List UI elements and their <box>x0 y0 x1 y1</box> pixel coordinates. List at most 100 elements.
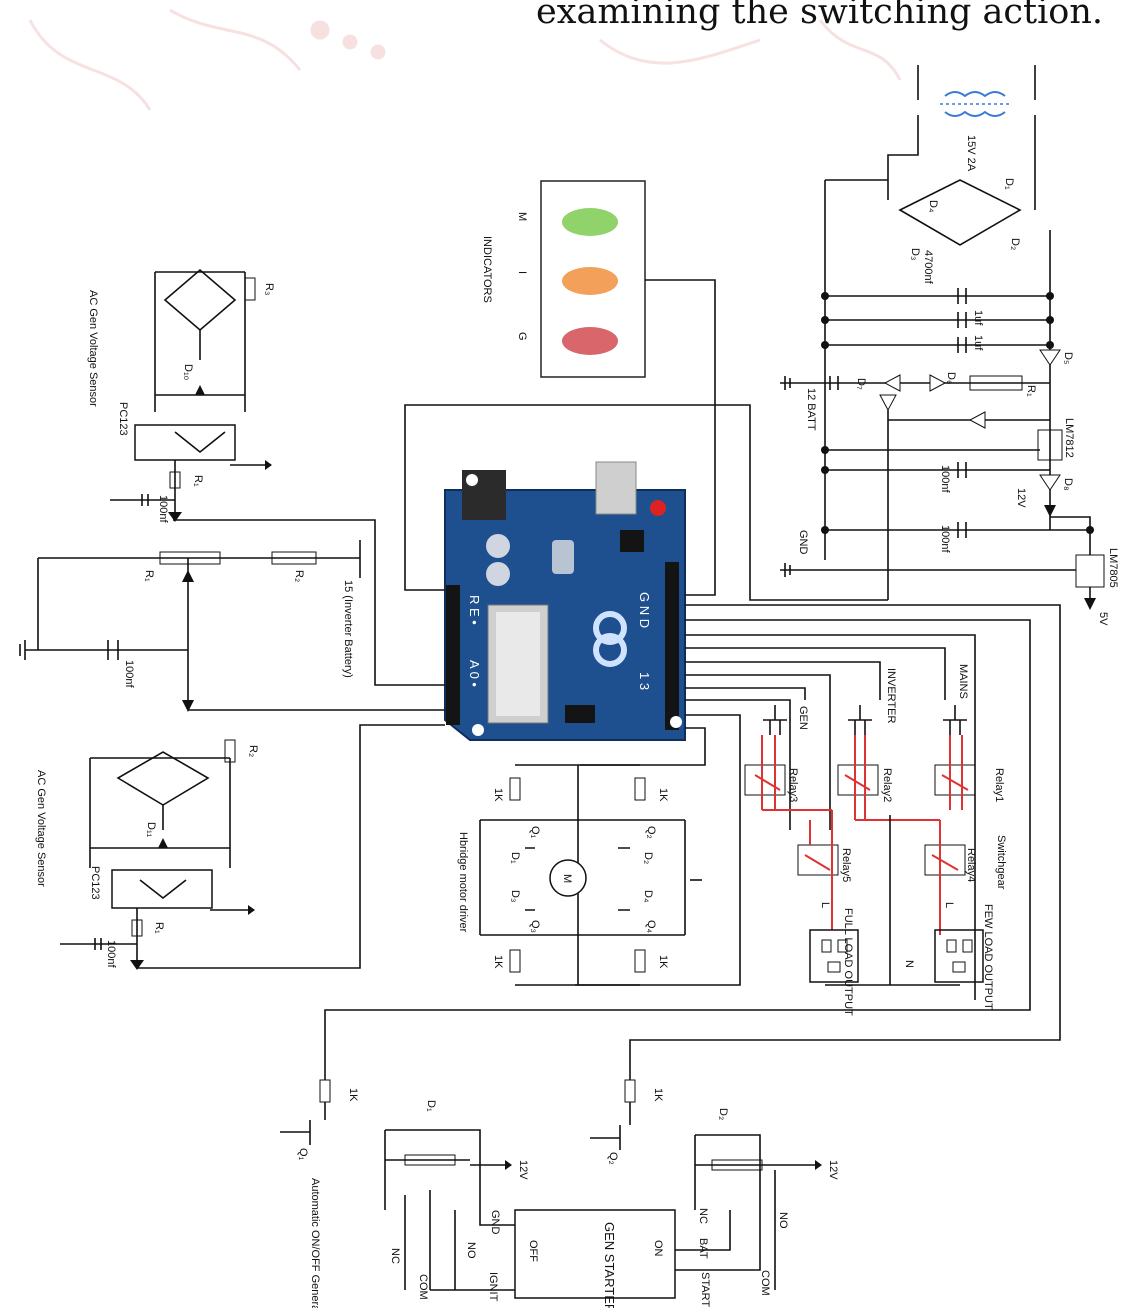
gen-starter-box <box>514 1209 676 1299</box>
ps-d1: D₁ <box>1003 178 1015 190</box>
signal-wires <box>324 279 1061 1060</box>
arduino-pins-label: 1 3 <box>637 672 652 690</box>
ps-v5: 5V <box>1097 612 1109 626</box>
arduino-reset-label: R E • <box>467 595 482 625</box>
gen-v12-left: 12V <box>517 1160 529 1180</box>
indicator-g-led <box>562 327 618 355</box>
power-supply: 15V 2A 4700nf 1uf 1uf 12 BATT LM7812 100… <box>404 65 1119 626</box>
divider-r1: R₁ <box>143 570 155 582</box>
gen-on-label: ON <box>652 1240 664 1257</box>
ps-r: R₁ <box>1025 385 1037 397</box>
gen-starter-label: GEN STARTER <box>602 1222 617 1308</box>
gen-com-left: COM <box>417 1274 429 1300</box>
indicator-i-led <box>562 267 618 295</box>
gen-off-label: OFF <box>527 1240 539 1262</box>
ps-gnd: GND <box>797 530 809 555</box>
ps-reg12: LM7812 <box>1063 418 1075 458</box>
ps-cap4: 100nf <box>939 465 951 493</box>
hbridge-r4: 1K <box>657 955 669 969</box>
hbridge-q4: Q₄ <box>645 920 657 934</box>
watermark-background <box>28 8 902 111</box>
gen-nc-right: NC <box>697 1208 709 1224</box>
arduino-logo-ring-a <box>593 611 627 645</box>
indicators-title: INDICATORS <box>481 236 493 303</box>
gen-no-right: NO <box>777 1212 789 1229</box>
sensor-top-opto: PC123 <box>117 402 129 436</box>
gen-nc-left: NC <box>389 1248 401 1264</box>
divider-cap: 100nf <box>123 660 135 688</box>
ps-transformer: 15V 2A <box>965 135 977 172</box>
gen-no-left: NO <box>465 1242 477 1259</box>
ps-cap3: 1uf <box>972 335 984 351</box>
ps-cap5: 100nf <box>939 525 951 553</box>
arduino-gnd-label: G N D <box>637 592 652 628</box>
gen-ignit-label: IGNIT <box>487 1272 499 1302</box>
ps-d2: D₂ <box>1009 238 1021 250</box>
gen-gnd-label: GND <box>489 1210 501 1235</box>
indicator-i-label: I <box>516 271 528 274</box>
gen-start-label: START <box>699 1272 711 1307</box>
gen-q2: Q₂ <box>607 1152 619 1165</box>
divider-battery: 15 (Inverter Battery) <box>342 580 354 678</box>
hbridge-q1: Q₁ <box>529 826 541 839</box>
hbridge-d3: D₃ <box>509 890 521 902</box>
ps-battery: 12 BATT <box>805 388 817 431</box>
relay-switching: GEN INVERTER MAINS Relay3 Relay2 Relay1 … <box>744 664 1007 1016</box>
sensor-bottom-opto: PC123 <box>89 866 101 900</box>
ps-cap2: 1uf <box>972 310 984 326</box>
indicators-panel: M I G INDICATORS <box>481 180 646 378</box>
sensor-bottom-title: AC Gen Voltage Sensor <box>35 770 47 887</box>
gen-r-right: 1K <box>652 1088 664 1102</box>
ps-d8: D₈ <box>1062 478 1074 491</box>
hbridge-motor-label: M <box>561 874 573 883</box>
sensor-bottom-cap: 100nf <box>105 940 117 968</box>
hbridge-d1: D₁ <box>509 852 521 864</box>
arduino-analog-label: A 0 • <box>467 660 482 687</box>
indicator-m-led <box>562 208 618 236</box>
header-text: examining the switching action. <box>536 0 1104 32</box>
hbridge-r2: 1K <box>657 788 669 802</box>
relay-gen: GEN <box>797 706 809 730</box>
hbridge-q3: Q₃ <box>529 920 541 933</box>
relay-l-full: L <box>819 902 831 908</box>
gen-q1: Q₁ <box>297 1148 309 1161</box>
sensor-bottom-rb: R₁ <box>153 922 165 934</box>
sensor-top-title: AC Gen Voltage Sensor <box>87 290 99 407</box>
sensor-top-cap: 100nf <box>157 495 169 523</box>
relay-1: Relay1 <box>993 768 1005 802</box>
indicator-m-label: M <box>516 212 528 221</box>
gen-d2: D₂ <box>717 1108 729 1120</box>
hbridge-d4: D₄ <box>642 890 654 903</box>
sensor-top-rb: R₁ <box>192 475 204 487</box>
ps-d6: D₆ <box>945 372 957 384</box>
sensor-bottom-ra: R₂ <box>247 745 259 757</box>
relay-5: Relay5 <box>840 848 852 882</box>
relay-few-load: FEW LOAD OUTPUT <box>982 904 994 1010</box>
gen-r-left: 1K <box>347 1088 359 1102</box>
sensor-top-ra: R₃ <box>263 283 275 295</box>
ac-sensor-top: AC Gen Voltage Sensor PC123 D₁₀ R₃ R₁ 10… <box>87 268 275 523</box>
arduino-board: G N D 1 3 R E • A 0 • <box>444 461 686 741</box>
sensor-top-diode: D₁₀ <box>182 364 194 380</box>
battery-divider: 15 (Inverter Battery) R₁ R₂ 100nf <box>19 519 445 712</box>
arduino-logo-ring-b <box>593 633 627 667</box>
ps-d5: D₅ <box>1062 352 1074 364</box>
ps-reg5: LM7805 <box>1107 548 1119 588</box>
motor-symbol <box>549 859 587 897</box>
hbridge-motor-driver: Hbridge motor driver M 1K 1K 1K 1K Q₁ Q₂… <box>457 764 702 986</box>
ps-d4: D₄ <box>927 200 939 213</box>
relay-switchgear: Switchgear <box>995 835 1007 890</box>
ps-cap1: 4700nf <box>922 250 934 285</box>
ps-d7: D₇ <box>855 378 867 390</box>
ps-v12: 12V <box>1015 488 1027 508</box>
relay-inverter: INVERTER <box>885 668 897 723</box>
relay-l-few: L <box>943 902 955 908</box>
relay-4: Relay4 <box>965 848 977 882</box>
relay-full-load: FULL LOAD OUTPUT <box>842 908 854 1016</box>
hbridge-title: Hbridge motor driver <box>457 832 469 933</box>
relay-mains: MAINS <box>957 664 969 699</box>
gen-unit-title: Automatic ON/OFF Generator Unit <box>309 1178 321 1308</box>
relay-n: N <box>903 960 915 968</box>
hbridge-d2: D₂ <box>642 852 654 864</box>
